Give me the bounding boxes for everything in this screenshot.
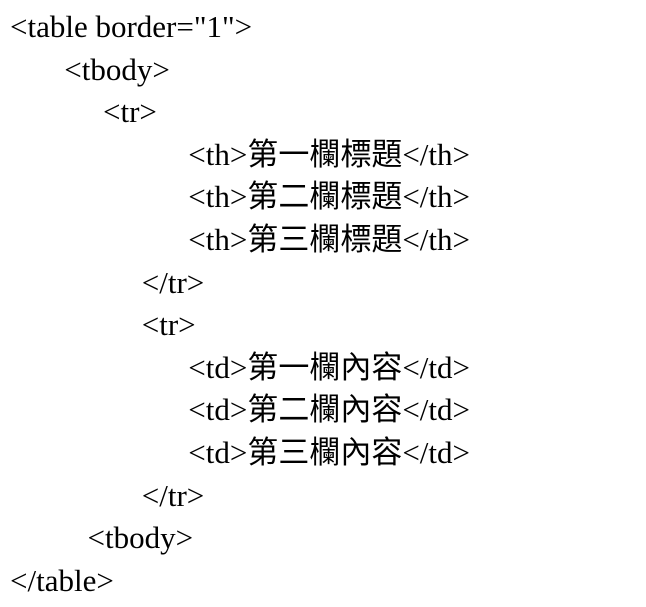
code-line: <th>第二欄標題</th> xyxy=(10,179,471,215)
code-line: <td>第三欄內容</td> xyxy=(10,434,471,470)
code-line: <tr> xyxy=(10,307,196,343)
code-line: <tbody> xyxy=(10,520,194,556)
code-line: <td>第二欄內容</td> xyxy=(10,392,471,428)
code-line: </table> xyxy=(10,562,114,598)
code-line: <tbody> xyxy=(10,51,170,87)
code-line: <tr> xyxy=(10,94,157,130)
code-line: <th>第三欄標題</th> xyxy=(10,221,471,257)
code-line: <th>第一欄標題</th> xyxy=(10,136,471,172)
code-line: <td>第一欄內容</td> xyxy=(10,349,471,385)
code-line: </tr> xyxy=(10,264,205,300)
code-line: </tr> xyxy=(10,477,205,513)
code-line: <table border="1"> xyxy=(10,9,253,44)
